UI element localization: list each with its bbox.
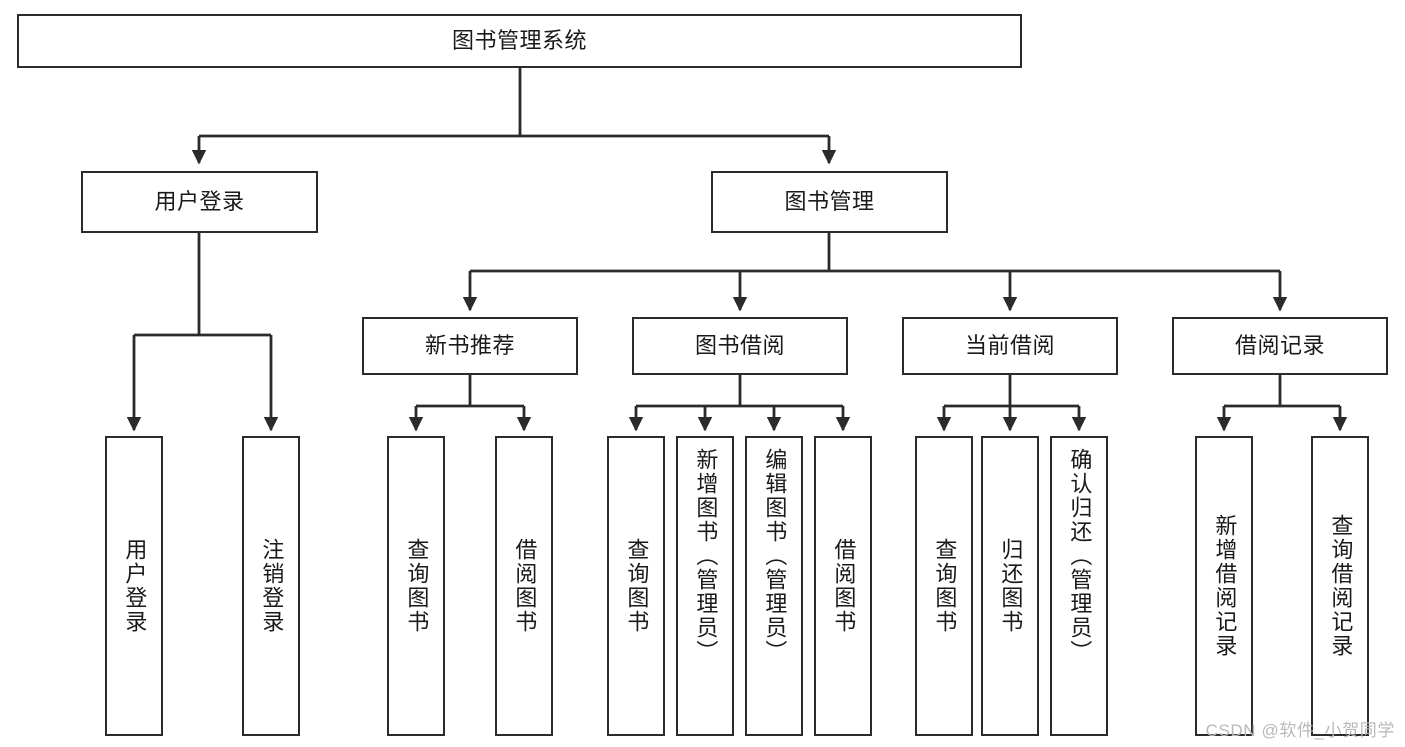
node-user-login[interactable]: 用户登录 xyxy=(81,171,318,233)
node-label: 查询图书 xyxy=(932,538,958,634)
leaf-query-book-1[interactable]: 查询图书 xyxy=(387,436,445,736)
node-label: 借阅记录 xyxy=(1234,333,1325,359)
node-new-book-recommend[interactable]: 新书推荐 xyxy=(362,317,578,375)
node-label: 注销登录 xyxy=(259,538,285,634)
node-label: 编辑图书（管理员） xyxy=(762,448,788,664)
leaf-edit-book[interactable]: 编辑图书（管理员） xyxy=(745,436,803,736)
leaf-return-book[interactable]: 归还图书 xyxy=(981,436,1039,736)
node-label: 借阅图书 xyxy=(831,538,857,634)
node-label: 当前借阅 xyxy=(964,333,1055,359)
node-label: 用户登录 xyxy=(154,189,245,215)
leaf-confirm-return[interactable]: 确认归还（管理员） xyxy=(1050,436,1108,736)
node-borrow-record[interactable]: 借阅记录 xyxy=(1172,317,1388,375)
leaf-user-login[interactable]: 用户登录 xyxy=(105,436,163,736)
node-label: 新增图书（管理员） xyxy=(693,448,719,664)
leaf-query-book-2[interactable]: 查询图书 xyxy=(607,436,665,736)
leaf-add-record[interactable]: 新增借阅记录 xyxy=(1195,436,1253,736)
node-label: 查询图书 xyxy=(624,538,650,634)
watermark-text: CSDN @软件_小贺同学 xyxy=(1205,721,1395,740)
node-book-borrow[interactable]: 图书借阅 xyxy=(632,317,848,375)
node-label: 查询借阅记录 xyxy=(1328,514,1354,658)
node-label: 查询图书 xyxy=(404,538,430,634)
node-label: 新书推荐 xyxy=(424,333,515,359)
leaf-logout-login[interactable]: 注销登录 xyxy=(242,436,300,736)
leaf-query-book-3[interactable]: 查询图书 xyxy=(915,436,973,736)
leaf-borrow-book-1[interactable]: 借阅图书 xyxy=(495,436,553,736)
node-label: 借阅图书 xyxy=(512,538,538,634)
leaf-borrow-book-2[interactable]: 借阅图书 xyxy=(814,436,872,736)
node-label: 图书借阅 xyxy=(694,333,785,359)
node-book-manage[interactable]: 图书管理 xyxy=(711,171,948,233)
node-label: 新增借阅记录 xyxy=(1212,514,1238,658)
node-current-borrow[interactable]: 当前借阅 xyxy=(902,317,1118,375)
node-label: 用户登录 xyxy=(122,538,148,634)
node-label: 图书管理系统 xyxy=(451,28,587,54)
node-label: 确认归还（管理员） xyxy=(1067,448,1093,664)
node-label: 图书管理 xyxy=(784,189,875,215)
node-root-system[interactable]: 图书管理系统 xyxy=(17,14,1022,68)
leaf-add-book[interactable]: 新增图书（管理员） xyxy=(676,436,734,736)
node-label: 归还图书 xyxy=(998,538,1024,634)
leaf-query-record[interactable]: 查询借阅记录 xyxy=(1311,436,1369,736)
